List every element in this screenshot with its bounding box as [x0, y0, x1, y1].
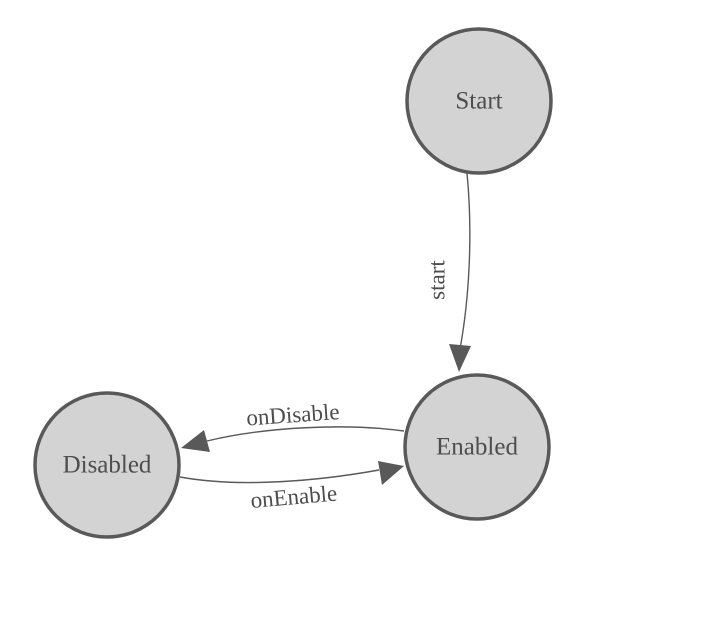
edge-onenable-line [179, 469, 380, 484]
arrowhead-down-icon [449, 344, 471, 372]
state-circle-start[interactable] [405, 27, 553, 175]
edge-label-onenable: onEnable [249, 481, 338, 513]
edge-ondisable-line [206, 426, 405, 442]
state-label-disabled: Disabled [63, 452, 152, 479]
state-node-start[interactable]: Start [405, 27, 553, 175]
edge-label-start: start [424, 260, 449, 300]
edge-disabled-to-enabled: onEnable [179, 461, 404, 513]
arrowhead-right-icon [378, 461, 404, 485]
state-node-enabled[interactable]: Enabled [403, 373, 551, 521]
arrowhead-left-icon [181, 430, 210, 452]
edge-label-ondisable: onDisable [245, 399, 340, 430]
state-circle-disabled[interactable] [33, 391, 181, 539]
state-label-enabled: Enabled [436, 434, 518, 461]
state-node-disabled[interactable]: Disabled [33, 391, 181, 539]
edge-enabled-to-disabled: onDisable [181, 399, 405, 452]
edge-start-line [459, 172, 471, 350]
state-circle-enabled[interactable] [403, 373, 551, 521]
edge-start-to-enabled: start [424, 172, 471, 372]
state-label-start: Start [455, 88, 502, 115]
